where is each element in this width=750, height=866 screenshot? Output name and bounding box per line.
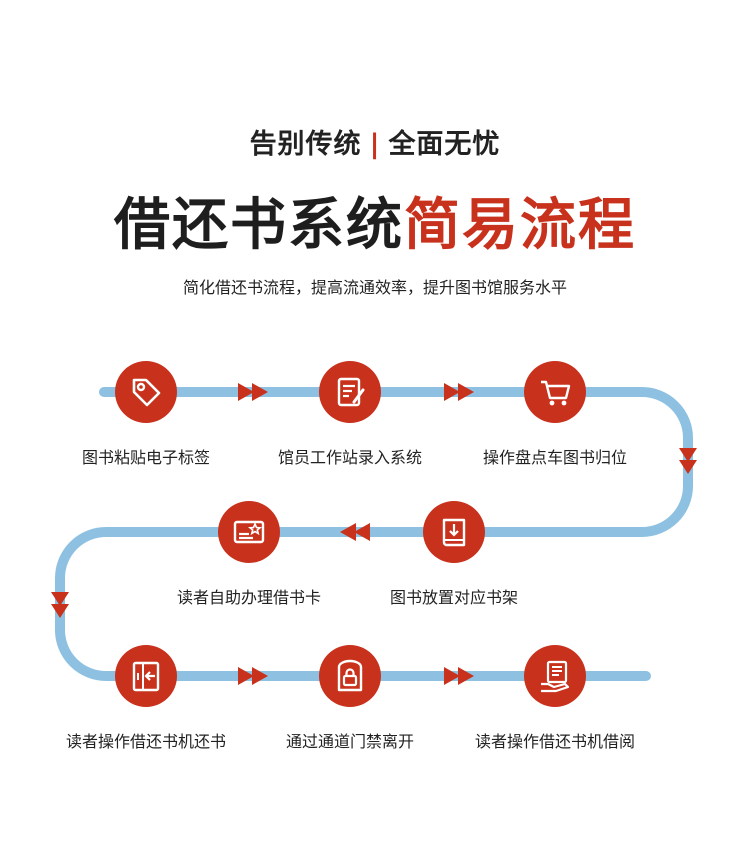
step-3-label: 操作盘点车图书归位 xyxy=(482,448,627,467)
title-main: 借还书系统 xyxy=(114,193,404,258)
subtitle-right: 全面无忧 xyxy=(388,129,501,160)
step-2-node xyxy=(319,361,381,423)
subtitle-separator: | xyxy=(369,129,381,160)
arrow-right-4 xyxy=(444,667,474,685)
header-subtitle: 告别传统|全面无忧 xyxy=(0,122,750,161)
step-1-label: 图书粘贴电子标签 xyxy=(81,448,210,467)
step-6-label: 读者操作借还书机还书 xyxy=(65,732,226,751)
step-8-label: 读者操作借还书机借阅 xyxy=(474,732,635,751)
step-2-label: 馆员工作站录入系统 xyxy=(277,448,422,467)
arrow-right-3 xyxy=(238,667,268,685)
subtitle-left: 告别传统 xyxy=(249,129,362,160)
step-4-node xyxy=(423,501,485,563)
edit-document-icon xyxy=(337,377,365,407)
hand-document-icon xyxy=(541,660,570,693)
title-highlight: 简易流程 xyxy=(404,193,636,258)
step-3-node xyxy=(524,361,586,423)
return-door-icon xyxy=(132,661,160,692)
step-4-label: 图书放置对应书架 xyxy=(389,588,518,607)
arrow-down-right xyxy=(679,448,697,474)
step-5-label: 读者自助办理借书卡 xyxy=(176,588,321,607)
arrow-down-left xyxy=(51,592,69,618)
step-6-node xyxy=(115,645,177,707)
cart-icon xyxy=(541,380,571,406)
lock-gate-icon xyxy=(337,659,363,692)
step-1-node xyxy=(115,361,177,423)
step-5-node xyxy=(218,501,280,563)
page-title: 借还书系统简易流程 xyxy=(0,180,750,261)
book-download-icon xyxy=(442,518,466,547)
arrow-right-2 xyxy=(444,383,474,401)
step-7-node xyxy=(319,645,381,707)
tag-icon xyxy=(132,378,161,407)
step-7-label: 通过通道门禁离开 xyxy=(285,732,414,751)
arrow-right-1 xyxy=(238,383,268,401)
header-description: 简化借还书流程，提高流通效率，提升图书馆服务水平 xyxy=(182,278,567,297)
arrow-left-1 xyxy=(340,523,370,541)
card-star-icon xyxy=(233,520,265,544)
flow-path-line xyxy=(55,387,693,681)
step-8-node xyxy=(524,645,586,707)
